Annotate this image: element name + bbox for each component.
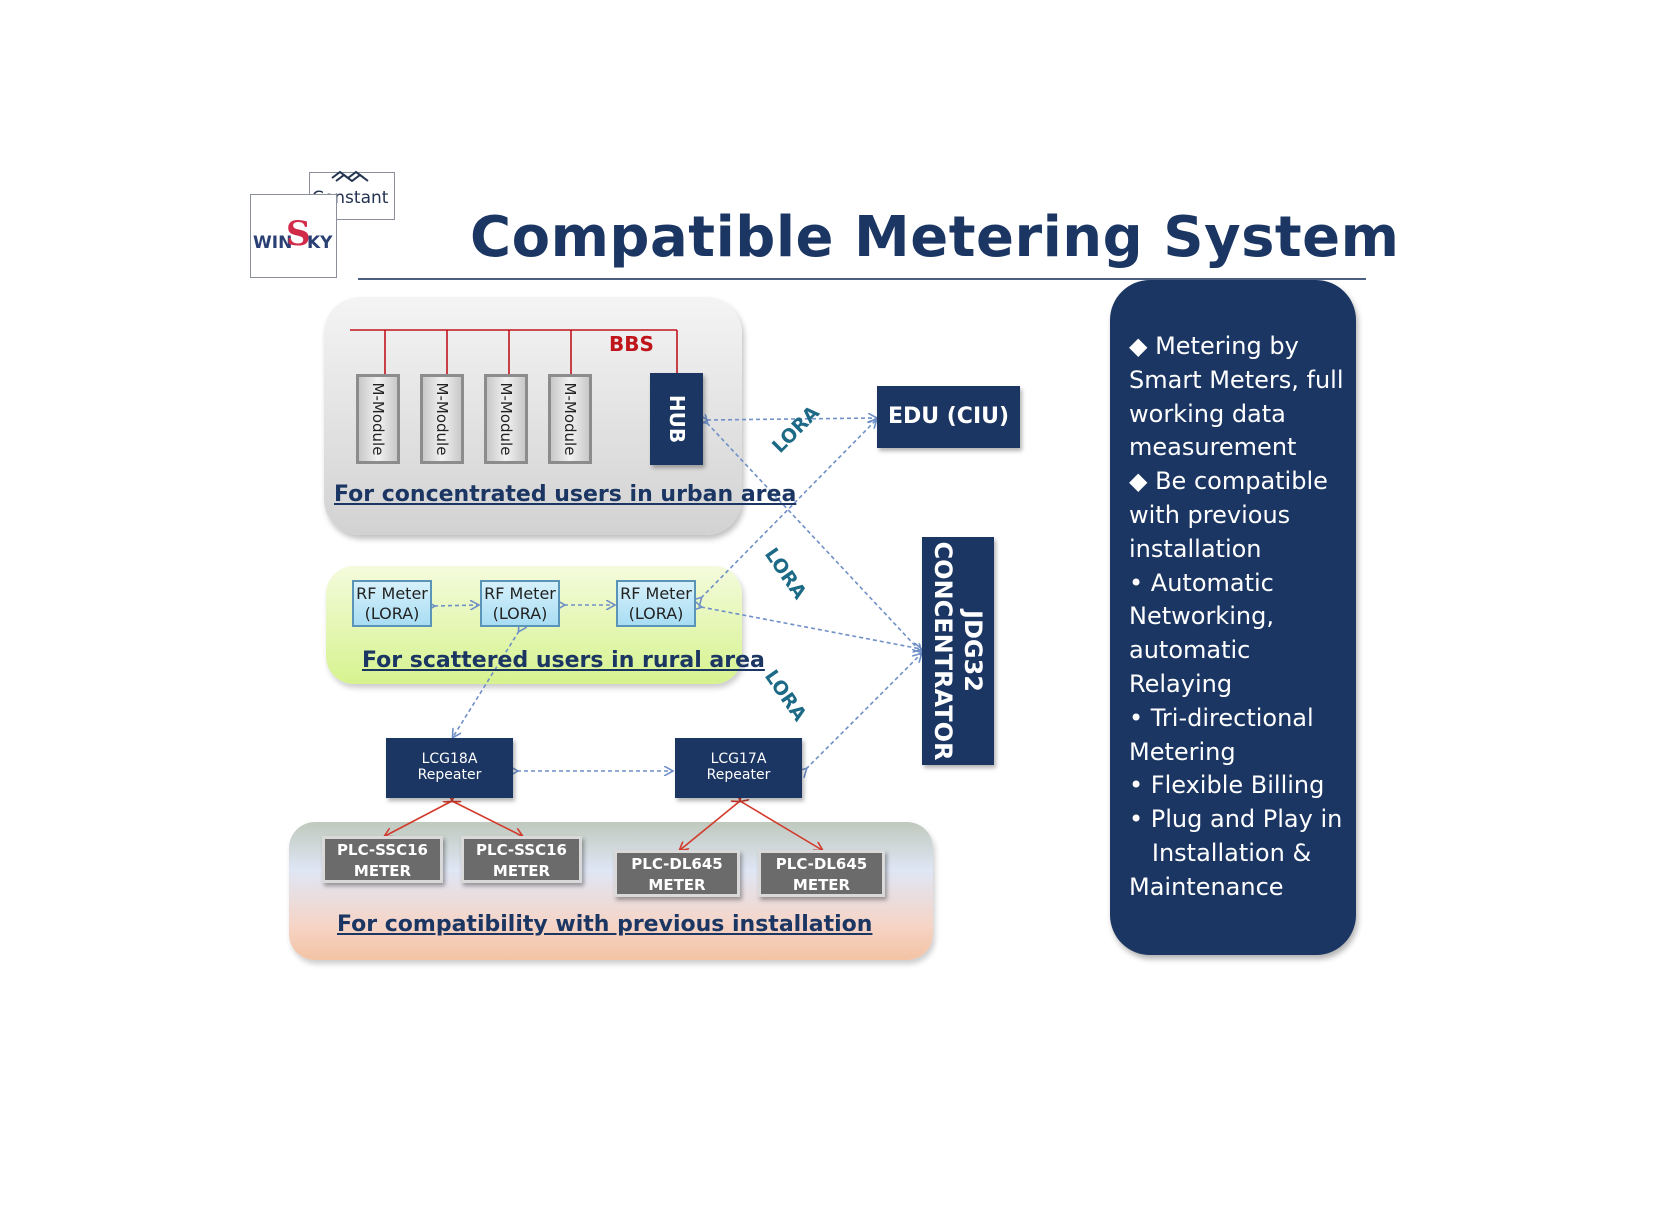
rural-caption: For scattered users in rural area <box>362 648 765 673</box>
plc-link-2 <box>452 801 522 836</box>
features-panel <box>1110 280 1356 955</box>
page-title: Compatible Metering System <box>470 205 1400 270</box>
logo-mark-icon <box>331 170 369 182</box>
feature-line: ◆ Be compatible <box>1129 467 1328 496</box>
hub-node: HUB <box>650 373 703 465</box>
concentrator-line1: JDG32 <box>959 610 987 692</box>
logo-s-text: S <box>286 214 311 254</box>
concentrator-line2: CONCENTRATOR <box>929 541 957 761</box>
m-module: M-Module <box>548 374 592 464</box>
concentrator-node: JDG32 CONCENTRATOR <box>922 537 994 765</box>
plc-link-1 <box>385 801 452 836</box>
feature-line: Installation & <box>1129 838 1312 867</box>
urban-caption: For concentrated users in urban area <box>334 482 797 507</box>
link-lcg17a-concentrator <box>806 654 921 769</box>
compat-caption: For compatibility with previous installa… <box>337 912 873 937</box>
feature-line: • Plug and Play in <box>1129 805 1343 834</box>
m-module: M-Module <box>420 374 464 464</box>
feature-line: Metering <box>1129 737 1236 766</box>
plc-link-4 <box>740 801 822 850</box>
title-divider <box>358 278 1366 280</box>
feature-line: • Tri-directional <box>1129 703 1314 732</box>
logo-win-text: WIN <box>253 233 293 253</box>
bbs-label: BBS <box>609 332 654 356</box>
feature-line: installation <box>1129 534 1262 563</box>
m-module: M-Module <box>484 374 528 464</box>
link-hub-concentrator <box>707 423 921 652</box>
feature-line: Networking, <box>1129 602 1274 631</box>
logo-winsky-box <box>250 194 337 278</box>
feature-line: Relaying <box>1129 669 1233 698</box>
link-rf3-concentrator <box>701 607 921 649</box>
bbs-bus <box>350 329 678 375</box>
feature-line: Smart Meters, full <box>1129 365 1344 394</box>
feature-line: Maintenance <box>1129 872 1284 901</box>
feature-line: measurement <box>1129 433 1297 462</box>
rf-meter: RF Meter(LORA) <box>352 580 432 627</box>
edu-node: EDU (CIU) <box>877 386 1020 448</box>
feature-line: automatic <box>1129 636 1251 665</box>
m-module: M-Module <box>356 374 400 464</box>
rf-meter: RF Meter(LORA) <box>480 580 560 627</box>
feature-line: • Flexible Billing <box>1129 771 1325 800</box>
feature-line: ◆ Metering by <box>1129 332 1299 360</box>
plc-link-3 <box>680 801 740 850</box>
features-list: ◆ Metering by Smart Meters, full working… <box>1129 330 1359 905</box>
link-rf2-lcg18a <box>453 631 519 737</box>
feature-line: working data <box>1129 399 1286 428</box>
logo-ky-text: KY <box>307 233 333 253</box>
feature-line: • Automatic <box>1129 568 1274 597</box>
link-rf1-rf2 <box>434 605 478 606</box>
rf-meter: RF Meter(LORA) <box>616 580 696 627</box>
feature-line: with previous <box>1129 500 1291 529</box>
